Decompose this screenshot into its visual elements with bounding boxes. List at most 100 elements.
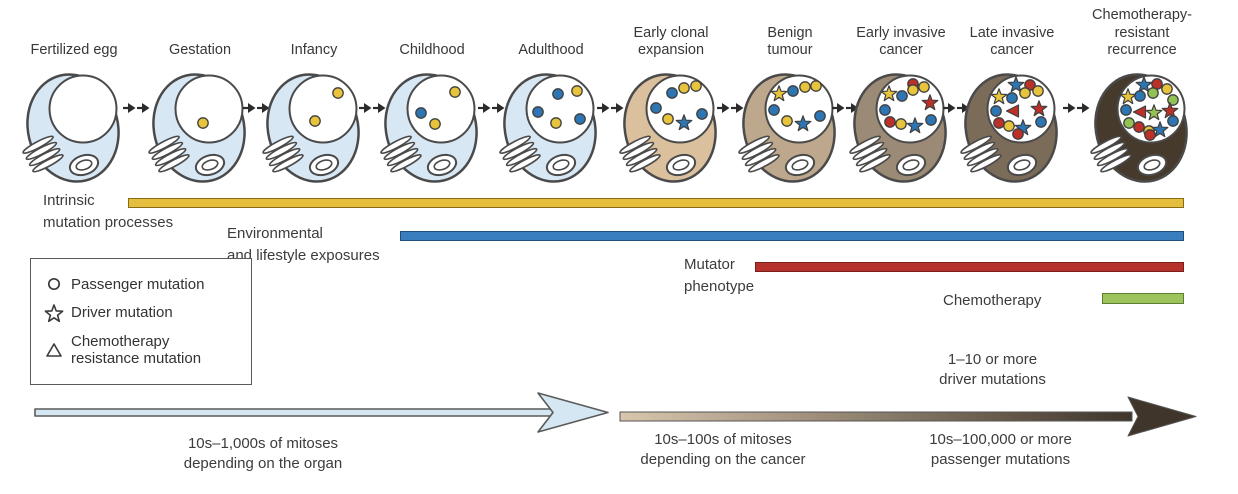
stage-label: Gestation: [168, 42, 232, 59]
connector-arrow-icon: [831, 103, 858, 113]
legend-label: Driver mutation: [71, 304, 173, 322]
passenger-mutation-marker: [768, 104, 780, 116]
cell-illustration: [499, 73, 597, 183]
legend-label: Passenger mutation: [71, 275, 205, 293]
resistance-mutation-marker: [1005, 104, 1020, 118]
passenger-mutation-marker: [666, 87, 678, 99]
oval-organelle-icon: [68, 153, 100, 177]
oval-organelle-icon: [308, 153, 340, 177]
passenger-mutation-marker: [1133, 121, 1145, 133]
passenger-mutation-marker: [1134, 90, 1146, 102]
oval-organelle-icon: [895, 153, 927, 177]
passenger-mutation-marker: [429, 118, 441, 130]
cell-illustration: [738, 73, 836, 183]
driver-mutation-marker: [906, 117, 924, 134]
passenger-mutation-marker: [332, 87, 344, 99]
passenger-mutation-marker: [993, 117, 1005, 129]
oval-organelle-icon: [545, 153, 577, 177]
driver-mutation-marker: [1030, 100, 1048, 117]
passenger-mutation-marker: [678, 82, 690, 94]
driver-mutation-star-icon: [37, 302, 71, 324]
passenger-mutation-marker: [571, 85, 583, 97]
passenger-mutation-marker: [879, 104, 891, 116]
cell-illustration: [619, 73, 717, 183]
stage-label: Infancy: [290, 42, 338, 59]
connector-arrow-icon: [123, 103, 150, 113]
mitoses-cancer-arrow: [619, 396, 1197, 437]
passenger-mutation-marker: [787, 85, 799, 97]
passenger-mutation-marker: [1147, 87, 1159, 99]
passenger-mutation-marker: [1161, 83, 1173, 95]
connector-arrow-icon: [1063, 103, 1090, 113]
driver-mutation-marker: [794, 115, 812, 132]
legend-row-passenger: Passenger mutation: [37, 276, 245, 293]
oval-organelle-icon: [665, 153, 697, 177]
passenger-mutation-marker: [1167, 115, 1179, 127]
legend-row-driver: Driver mutation: [37, 302, 245, 324]
connector-arrow-icon: [942, 103, 969, 113]
striped-organelle-icon: [262, 135, 304, 173]
passenger-mutation-marker: [696, 108, 708, 120]
oval-organelle-icon: [426, 153, 458, 177]
cell-illustration: [380, 73, 478, 183]
passenger-mutation-marker: [532, 106, 544, 118]
passenger-mutation-marker: [574, 113, 586, 125]
striped-organelle-icon: [619, 135, 661, 173]
passenger-mutation-marker: [918, 81, 930, 93]
driver-mutation-marker: [921, 94, 939, 111]
passenger-mutation-circle-icon: [37, 276, 71, 292]
passenger-mutation-marker: [781, 115, 793, 127]
driver-mutation-marker: [1161, 102, 1179, 119]
driver-mutation-marker: [990, 88, 1008, 105]
passenger-mutation-marker: [799, 81, 811, 93]
oval-organelle-icon: [194, 153, 226, 177]
passenger-mutation-marker: [650, 102, 662, 114]
striped-organelle-icon: [148, 135, 190, 173]
passenger-mutation-marker: [1032, 85, 1044, 97]
mitoses-organ-arrow: [34, 392, 609, 433]
driver-mutation-marker: [1151, 121, 1169, 138]
cell-illustration: [148, 73, 246, 183]
connector-arrow-icon: [477, 103, 504, 113]
passenger-mutation-marker: [690, 80, 702, 92]
passenger-mutation-marker: [550, 117, 562, 129]
driver-mutation-marker: [770, 85, 788, 102]
driver-mutation-marker: [1007, 76, 1025, 93]
striped-organelle-icon: [380, 135, 422, 173]
passenger-mutation-marker: [990, 105, 1002, 117]
stage-label: Childhood: [399, 42, 465, 59]
passenger-mutation-marker: [884, 116, 896, 128]
cell-illustration: [960, 73, 1058, 183]
striped-organelle-icon: [1090, 135, 1132, 173]
connector-arrow-icon: [597, 103, 624, 113]
striped-organelle-icon: [960, 135, 1002, 173]
oval-organelle-icon: [784, 153, 816, 177]
passenger-mutation-marker: [814, 110, 826, 122]
passenger-mutation-marker: [309, 115, 321, 127]
cell-illustration: [262, 73, 360, 183]
passenger-mutation-marker: [907, 84, 919, 96]
stage-label: Fertilized egg: [30, 42, 118, 59]
intrinsic-mutation-bar: [128, 198, 1184, 208]
passenger-mutation-marker: [1012, 128, 1024, 140]
passenger-mutation-marker: [662, 113, 674, 125]
cell-illustration: [1090, 73, 1188, 183]
driver-mutation-marker: [1119, 88, 1137, 105]
striped-organelle-icon: [22, 135, 64, 173]
oval-organelle-icon: [1006, 153, 1038, 177]
passenger-mutation-marker: [1035, 116, 1047, 128]
passenger-mutation-marker: [197, 117, 209, 129]
passenger-mutation-marker: [415, 107, 427, 119]
